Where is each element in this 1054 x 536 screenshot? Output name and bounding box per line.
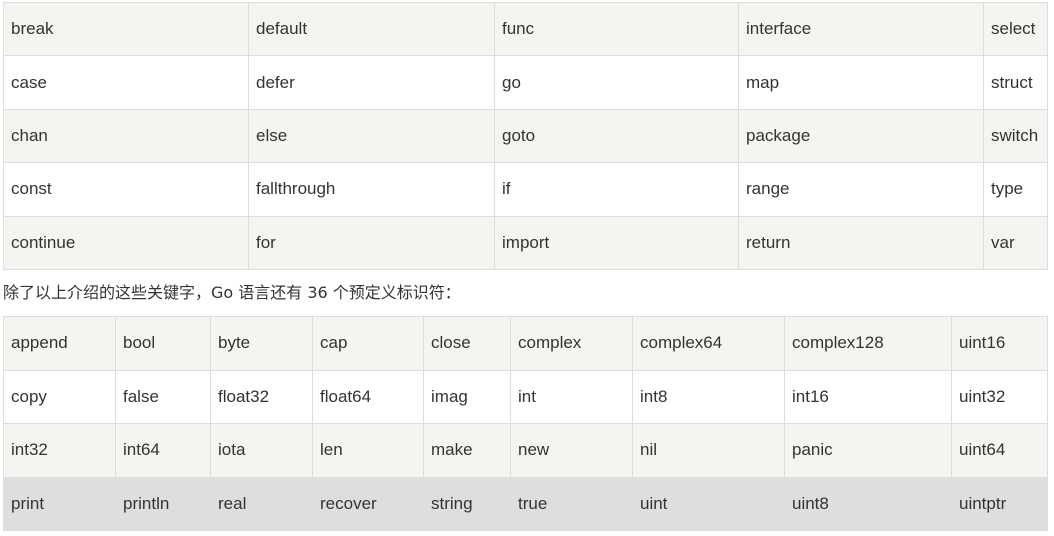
identifier-cell: uint32: [951, 369, 1048, 424]
table-row: append bool byte cap close complex compl…: [3, 316, 1048, 371]
identifier-cell: append: [3, 316, 116, 371]
identifier-cell: imag: [423, 369, 511, 424]
identifier-cell: float32: [210, 369, 313, 424]
keyword-cell: return: [738, 215, 984, 270]
identifier-cell: uint64: [951, 423, 1048, 478]
keyword-cell: case: [3, 55, 249, 110]
identifier-cell: copy: [3, 369, 116, 424]
identifier-cell: int32: [3, 423, 116, 478]
table-row: continue for import return var: [3, 215, 1048, 270]
identifier-cell: recover: [312, 476, 424, 531]
identifier-cell: real: [210, 476, 313, 531]
keyword-cell: default: [248, 1, 495, 57]
keyword-cell: fallthrough: [248, 162, 495, 217]
keyword-cell: range: [738, 162, 984, 217]
keyword-cell: defer: [248, 55, 495, 110]
identifier-cell: make: [423, 423, 511, 478]
keyword-cell: go: [494, 55, 739, 110]
identifiers-table: append bool byte cap close complex compl…: [3, 316, 1048, 531]
identifier-cell: int8: [632, 369, 785, 424]
table-row: copy false float32 float64 imag int int8…: [3, 369, 1048, 424]
table-row: case defer go map struct: [3, 55, 1048, 110]
identifier-cell: string: [423, 476, 511, 531]
identifier-cell: uint: [632, 476, 785, 531]
identifier-cell: close: [423, 316, 511, 371]
keyword-cell: goto: [494, 108, 739, 164]
keyword-cell: const: [3, 162, 249, 217]
keyword-cell: for: [248, 215, 495, 270]
keywords-table: break default func interface select case…: [3, 1, 1048, 270]
identifier-cell: int64: [115, 423, 211, 478]
identifier-cell: complex: [510, 316, 633, 371]
table-row: chan else goto package switch: [3, 108, 1048, 164]
table-row: break default func interface select: [3, 1, 1048, 57]
identifier-cell: uint16: [951, 316, 1048, 371]
identifier-cell: bool: [115, 316, 211, 371]
identifier-cell: byte: [210, 316, 313, 371]
keyword-cell: interface: [738, 1, 984, 57]
keyword-cell: var: [983, 215, 1048, 270]
keyword-cell: select: [983, 1, 1048, 57]
keyword-cell: package: [738, 108, 984, 164]
table-row: int32 int64 iota len make new nil panic …: [3, 423, 1048, 478]
identifier-cell: nil: [632, 423, 785, 478]
keyword-cell: chan: [3, 108, 249, 164]
keyword-cell: else: [248, 108, 495, 164]
identifier-cell: float64: [312, 369, 424, 424]
identifier-cell: print: [3, 476, 116, 531]
keyword-cell: func: [494, 1, 739, 57]
identifier-cell: uint8: [784, 476, 952, 531]
identifier-cell: complex64: [632, 316, 785, 371]
keyword-cell: import: [494, 215, 739, 270]
keyword-cell: if: [494, 162, 739, 217]
identifier-cell: int16: [784, 369, 952, 424]
identifier-cell: true: [510, 476, 633, 531]
identifier-cell: panic: [784, 423, 952, 478]
identifier-cell: false: [115, 369, 211, 424]
identifier-cell: uintptr: [951, 476, 1048, 531]
identifier-cell: println: [115, 476, 211, 531]
keyword-cell: switch: [983, 108, 1048, 164]
keyword-cell: map: [738, 55, 984, 110]
identifier-cell: iota: [210, 423, 313, 478]
table-row: const fallthrough if range type: [3, 162, 1048, 217]
identifier-cell: int: [510, 369, 633, 424]
identifier-cell: cap: [312, 316, 424, 371]
identifier-cell: len: [312, 423, 424, 478]
identifiers-intro-text: 除了以上介绍的这些关键字，Go 语言还有 36 个预定义标识符：: [3, 283, 461, 302]
keyword-cell: struct: [983, 55, 1048, 110]
keyword-cell: break: [3, 1, 249, 57]
identifier-cell: complex128: [784, 316, 952, 371]
keyword-cell: type: [983, 162, 1048, 217]
keyword-cell: continue: [3, 215, 249, 270]
identifier-cell: new: [510, 423, 633, 478]
table-row-hovered: print println real recover string true u…: [3, 476, 1048, 531]
